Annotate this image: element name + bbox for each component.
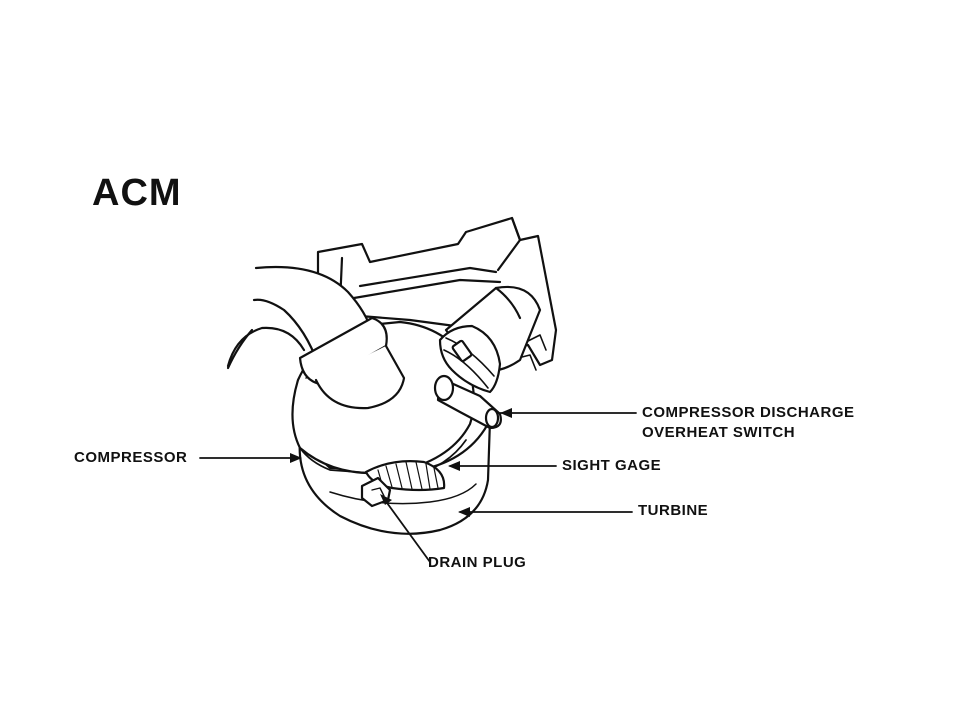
arrowhead-compressor-discharge: [500, 408, 512, 418]
arrowhead-compressor: [290, 453, 302, 463]
overheat-switch: [433, 374, 502, 430]
figure-title: ACM: [92, 172, 182, 214]
arrowhead-turbine: [458, 507, 470, 517]
leader-lines: [199, 412, 637, 563]
label-drain-plug: DRAIN PLUG: [428, 554, 527, 571]
duct-clamp: [438, 324, 502, 394]
arrowhead-sight-gage: [448, 461, 460, 471]
label-sight-gage: SIGHT GAGE: [562, 457, 662, 474]
label-compressor: COMPRESSOR: [74, 449, 188, 466]
sight-gage: [364, 460, 446, 492]
label-compressor-discharge-line1: COMPRESSOR DISCHARGE: [642, 404, 855, 421]
leader-arrowheads: [290, 408, 512, 517]
leader-drain-plug: [381, 495, 431, 563]
inlet-duct: [226, 265, 406, 410]
arrowhead-drain-plug: [380, 494, 392, 505]
label-compressor-discharge-line2: OVERHEAT SWITCH: [642, 424, 796, 441]
label-turbine: TURBINE: [638, 502, 709, 519]
